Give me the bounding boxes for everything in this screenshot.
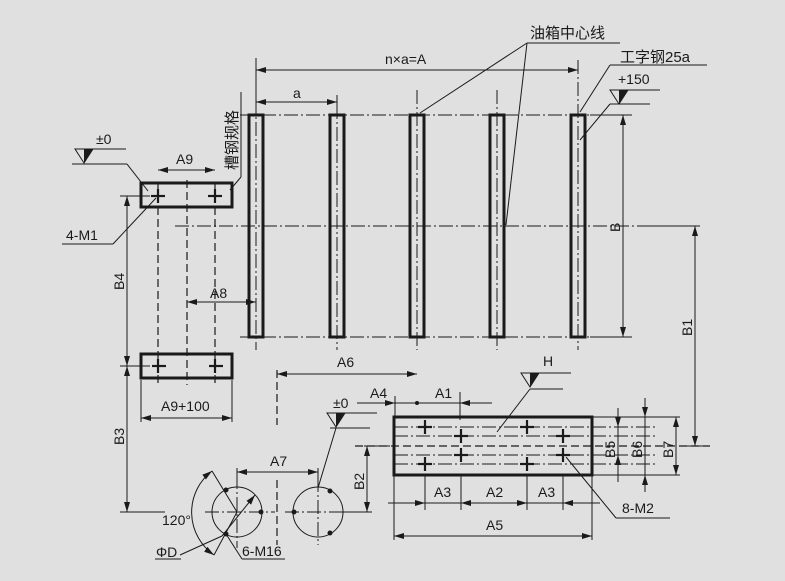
dimension-B-label: B bbox=[607, 223, 623, 232]
dimension-total-label: n×a=A bbox=[385, 51, 427, 67]
flange-bolt-label: 6-M16 bbox=[242, 543, 282, 559]
dimension-A5-label: A5 bbox=[486, 517, 503, 533]
level-plate-label: H bbox=[543, 353, 553, 369]
flange-left bbox=[179, 470, 275, 556]
dimension-A2-label: A2 bbox=[486, 484, 503, 500]
level-mark-bottom: ±0 bbox=[317, 395, 377, 489]
dimension-A9-plus: A9+100 bbox=[140, 380, 233, 422]
diameter-leader: ΦD bbox=[155, 544, 181, 560]
dimension-A6-label: A6 bbox=[337, 354, 354, 370]
channel-spec-label: 槽钢规格 bbox=[224, 110, 241, 170]
tank-centerline-label: 油箱中心线 bbox=[530, 25, 605, 42]
diameter-label: ΦD bbox=[156, 544, 177, 560]
dimension-B4: B4 bbox=[111, 195, 150, 367]
dimension-B5-label: B5 bbox=[602, 441, 618, 458]
dimension-A1-label: A1 bbox=[435, 385, 452, 401]
dimension-B2: B2 bbox=[340, 445, 390, 513]
pad-bolt-label: 4-M1 bbox=[66, 227, 98, 243]
dimension-A9: A9 bbox=[158, 151, 215, 173]
level-mark-plate: H bbox=[496, 353, 571, 433]
beam-centerlines bbox=[175, 60, 700, 350]
level-mark-top: +150 bbox=[579, 71, 660, 141]
level-top-label: +150 bbox=[618, 71, 650, 87]
dimension-B7-label: B7 bbox=[660, 441, 676, 458]
plate-bolt-leader: 8-M2 bbox=[565, 456, 670, 519]
dimension-A4-A1: A4 A1 bbox=[357, 385, 492, 420]
channel-spec-leader: 槽钢规格 bbox=[224, 92, 242, 191]
flange-right bbox=[285, 478, 350, 545]
dimension-A9-label: A9 bbox=[176, 151, 193, 167]
dimension-pitch-label: a bbox=[293, 85, 301, 101]
i-beam-leader: 工字钢25a bbox=[579, 49, 707, 113]
dimension-B: B bbox=[590, 114, 632, 338]
dimension-A6: A6 bbox=[276, 354, 417, 425]
angle-label: 120° bbox=[162, 512, 191, 528]
dimension-B6-label: B6 bbox=[629, 441, 645, 458]
tank-centerline-leader: 油箱中心线 bbox=[419, 25, 620, 226]
dimension-A3-right-label: A3 bbox=[538, 484, 555, 500]
dimension-A9-plus-label: A9+100 bbox=[161, 398, 210, 414]
dimension-A3-A2-A3: A3 A2 A3 bbox=[388, 475, 600, 510]
dimension-B3: B3 bbox=[111, 366, 165, 513]
level-mark-left: ±0 bbox=[72, 131, 149, 192]
dimension-A7-label: A7 bbox=[270, 453, 287, 469]
dimension-A7: A7 bbox=[236, 453, 319, 480]
i-beam-label: 工字钢25a bbox=[620, 49, 691, 66]
dimension-B1: B1 bbox=[640, 225, 706, 447]
dimension-A8-label: A8 bbox=[210, 285, 227, 301]
pad-hidden-lines bbox=[157, 180, 216, 385]
dimension-A8: A8 bbox=[187, 285, 256, 305]
dimension-A5: A5 bbox=[393, 475, 593, 540]
plate-bolt-label: 8-M2 bbox=[622, 500, 654, 516]
dimension-A4-label: A4 bbox=[370, 385, 387, 401]
flange-bolt-leader: 6-M16 bbox=[225, 533, 285, 560]
dimension-B1-label: B1 bbox=[679, 319, 695, 336]
base-plate bbox=[355, 415, 710, 477]
dimension-B5-B6-B7: B5 B6 B7 bbox=[592, 398, 680, 492]
level-bottom-label: ±0 bbox=[333, 395, 349, 411]
dimension-A3-left-label: A3 bbox=[434, 484, 451, 500]
dimension-B3-label: B3 bbox=[111, 428, 127, 445]
dimension-B4-label: B4 bbox=[111, 273, 127, 290]
dimension-pitch: a bbox=[256, 85, 338, 110]
pad-bolt-leader: 4-M1 bbox=[62, 197, 157, 245]
level-left-label: ±0 bbox=[96, 131, 112, 147]
dimension-B2-label: B2 bbox=[351, 473, 367, 490]
